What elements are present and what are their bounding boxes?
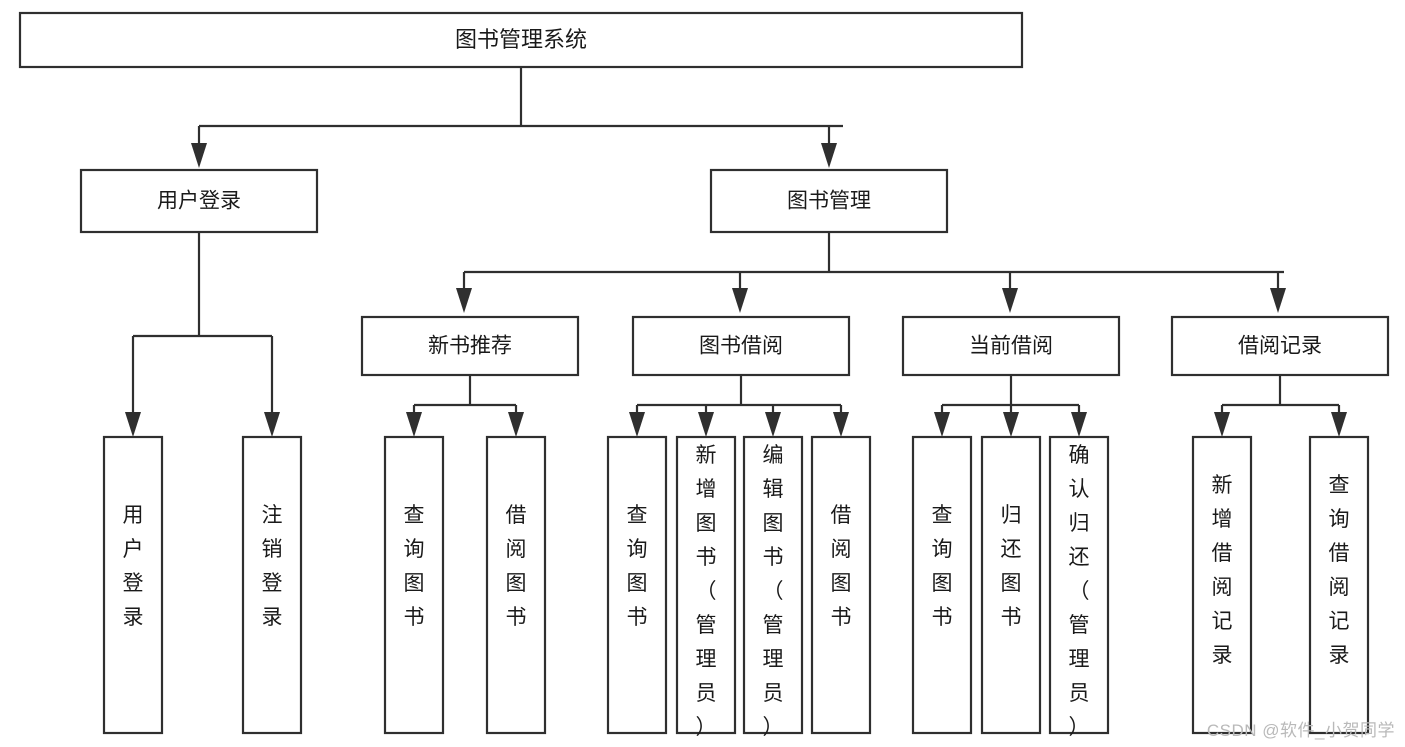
- connector-root-to-level2: [191, 67, 843, 168]
- book-manage-label: 图书管理: [787, 190, 871, 213]
- current-borrow-box[interactable]: [901, 315, 1121, 377]
- leaf-node-query-record[interactable]: 查询借阅记录: [1308, 435, 1370, 735]
- root-label: 图书管理系统: [455, 27, 587, 52]
- arrow-to-current-borrow: [1002, 288, 1018, 313]
- leaf-borrow-book-1-label: 借阅图书: [506, 504, 527, 629]
- book-borrow-label: 图书借阅: [699, 335, 783, 358]
- node-book-borrow[interactable]: 图书借阅: [631, 315, 851, 377]
- arrow-to-leaf-query-book-3: [934, 412, 950, 437]
- leaf-borrow-book-2-label: 借阅图书: [831, 504, 852, 629]
- arrow-to-leaf-borrow-book-2: [833, 412, 849, 437]
- leaf-node-user-logout[interactable]: 注销登录: [241, 435, 303, 735]
- leaf-node-return-book[interactable]: 归还图书: [980, 435, 1042, 735]
- node-book-manage[interactable]: 图书管理: [709, 168, 949, 234]
- arrow-to-leaf-confirm-return: [1071, 412, 1087, 437]
- arrow-to-borrow-record: [1270, 288, 1286, 313]
- leaf-node-user-login[interactable]: 用户登录: [102, 435, 164, 735]
- arrow-to-user-login: [191, 143, 207, 168]
- leaf-borrow-book-1-box[interactable]: [485, 435, 547, 735]
- leaf-user-logout-label: 注销登录: [262, 504, 283, 629]
- arrow-to-leaf-query-book-1: [406, 412, 422, 437]
- leaf-add-record-box[interactable]: [1191, 435, 1253, 735]
- user-login-box[interactable]: [79, 168, 319, 234]
- leaf-node-borrow-book-2[interactable]: 借阅图书: [810, 435, 872, 735]
- node-user-login[interactable]: 用户登录: [79, 168, 319, 234]
- leaf-confirm-return-label: 确认归还（管理员）: [1069, 444, 1090, 739]
- connector-book-borrow-to-leaves: [629, 375, 849, 437]
- leaf-user-login-box[interactable]: [102, 435, 164, 735]
- leaf-node-edit-book[interactable]: 编辑图书（管理员）: [742, 435, 804, 739]
- leaf-user-logout-box[interactable]: [241, 435, 303, 735]
- leaf-node-query-book-3[interactable]: 查询图书: [911, 435, 973, 735]
- leaf-user-login-label: 用户登录: [123, 504, 144, 629]
- leaf-borrow-book-2-box[interactable]: [810, 435, 872, 735]
- connector-book-manage-to-level3: [456, 232, 1286, 313]
- arrow-to-leaf-user-logout: [264, 412, 280, 437]
- leaf-node-add-book[interactable]: 新增图书（管理员）: [675, 435, 737, 739]
- leaf-edit-book-box[interactable]: [742, 435, 804, 735]
- arrow-to-leaf-add-book: [698, 412, 714, 437]
- connector-current-borrow-to-leaves: [934, 375, 1087, 437]
- arrow-to-leaf-edit-book: [765, 412, 781, 437]
- leaf-query-book-3-box[interactable]: [911, 435, 973, 735]
- leaf-query-book-1-label: 查询图书: [404, 504, 425, 629]
- connector-user-login-to-leaves: [125, 232, 280, 437]
- new-book-recommend-box[interactable]: [360, 315, 580, 377]
- leaf-return-book-label: 归还图书: [1001, 504, 1022, 629]
- leaf-add-book-box[interactable]: [675, 435, 737, 735]
- node-current-borrow[interactable]: 当前借阅: [901, 315, 1121, 377]
- connector-borrow-record-to-leaves: [1214, 375, 1347, 437]
- node-new-book-recommend[interactable]: 新书推荐: [360, 315, 580, 377]
- user-login-label: 用户登录: [157, 190, 241, 213]
- leaf-query-book-2-box[interactable]: [606, 435, 668, 735]
- leaf-query-record-box[interactable]: [1308, 435, 1370, 735]
- leaf-return-book-box[interactable]: [980, 435, 1042, 735]
- arrow-to-leaf-add-record: [1214, 412, 1230, 437]
- arrow-to-leaf-return-book: [1003, 412, 1019, 437]
- leaf-node-query-book-2[interactable]: 查询图书: [606, 435, 668, 735]
- node-root[interactable]: 图书管理系统: [18, 11, 1024, 69]
- arrow-to-leaf-query-record: [1331, 412, 1347, 437]
- arrow-to-book-manage: [821, 143, 837, 168]
- leaf-query-book-3-label: 查询图书: [932, 504, 953, 629]
- new-book-recommend-label: 新书推荐: [428, 335, 512, 358]
- leaf-node-add-record[interactable]: 新增借阅记录: [1191, 435, 1253, 735]
- leaf-confirm-return-box[interactable]: [1048, 435, 1110, 735]
- borrow-record-label: 借阅记录: [1238, 335, 1322, 358]
- node-borrow-record[interactable]: 借阅记录: [1170, 315, 1390, 377]
- arrow-to-leaf-query-book-2: [629, 412, 645, 437]
- arrow-to-leaf-user-login: [125, 412, 141, 437]
- leaf-query-book-2-label: 查询图书: [627, 504, 648, 629]
- leaf-add-book-label: 新增图书（管理员）: [696, 444, 717, 739]
- leaf-node-confirm-return[interactable]: 确认归还（管理员）: [1048, 435, 1110, 739]
- connector-new-book-recommend-to-leaves: [406, 375, 524, 437]
- arrow-to-new-book-recommend: [456, 288, 472, 313]
- leaf-edit-book-label: 编辑图书（管理员）: [763, 444, 784, 739]
- leaf-node-borrow-book-1[interactable]: 借阅图书: [485, 435, 547, 735]
- arrow-to-leaf-borrow-book-1: [508, 412, 524, 437]
- leaf-query-record-label: 查询借阅记录: [1329, 474, 1350, 667]
- leaf-node-query-book-1[interactable]: 查询图书: [383, 435, 445, 735]
- current-borrow-label: 当前借阅: [969, 335, 1053, 358]
- root-box[interactable]: [18, 11, 1024, 69]
- arrow-to-book-borrow: [732, 288, 748, 313]
- leaf-query-book-1-box[interactable]: [383, 435, 445, 735]
- leaf-add-record-label: 新增借阅记录: [1212, 474, 1233, 667]
